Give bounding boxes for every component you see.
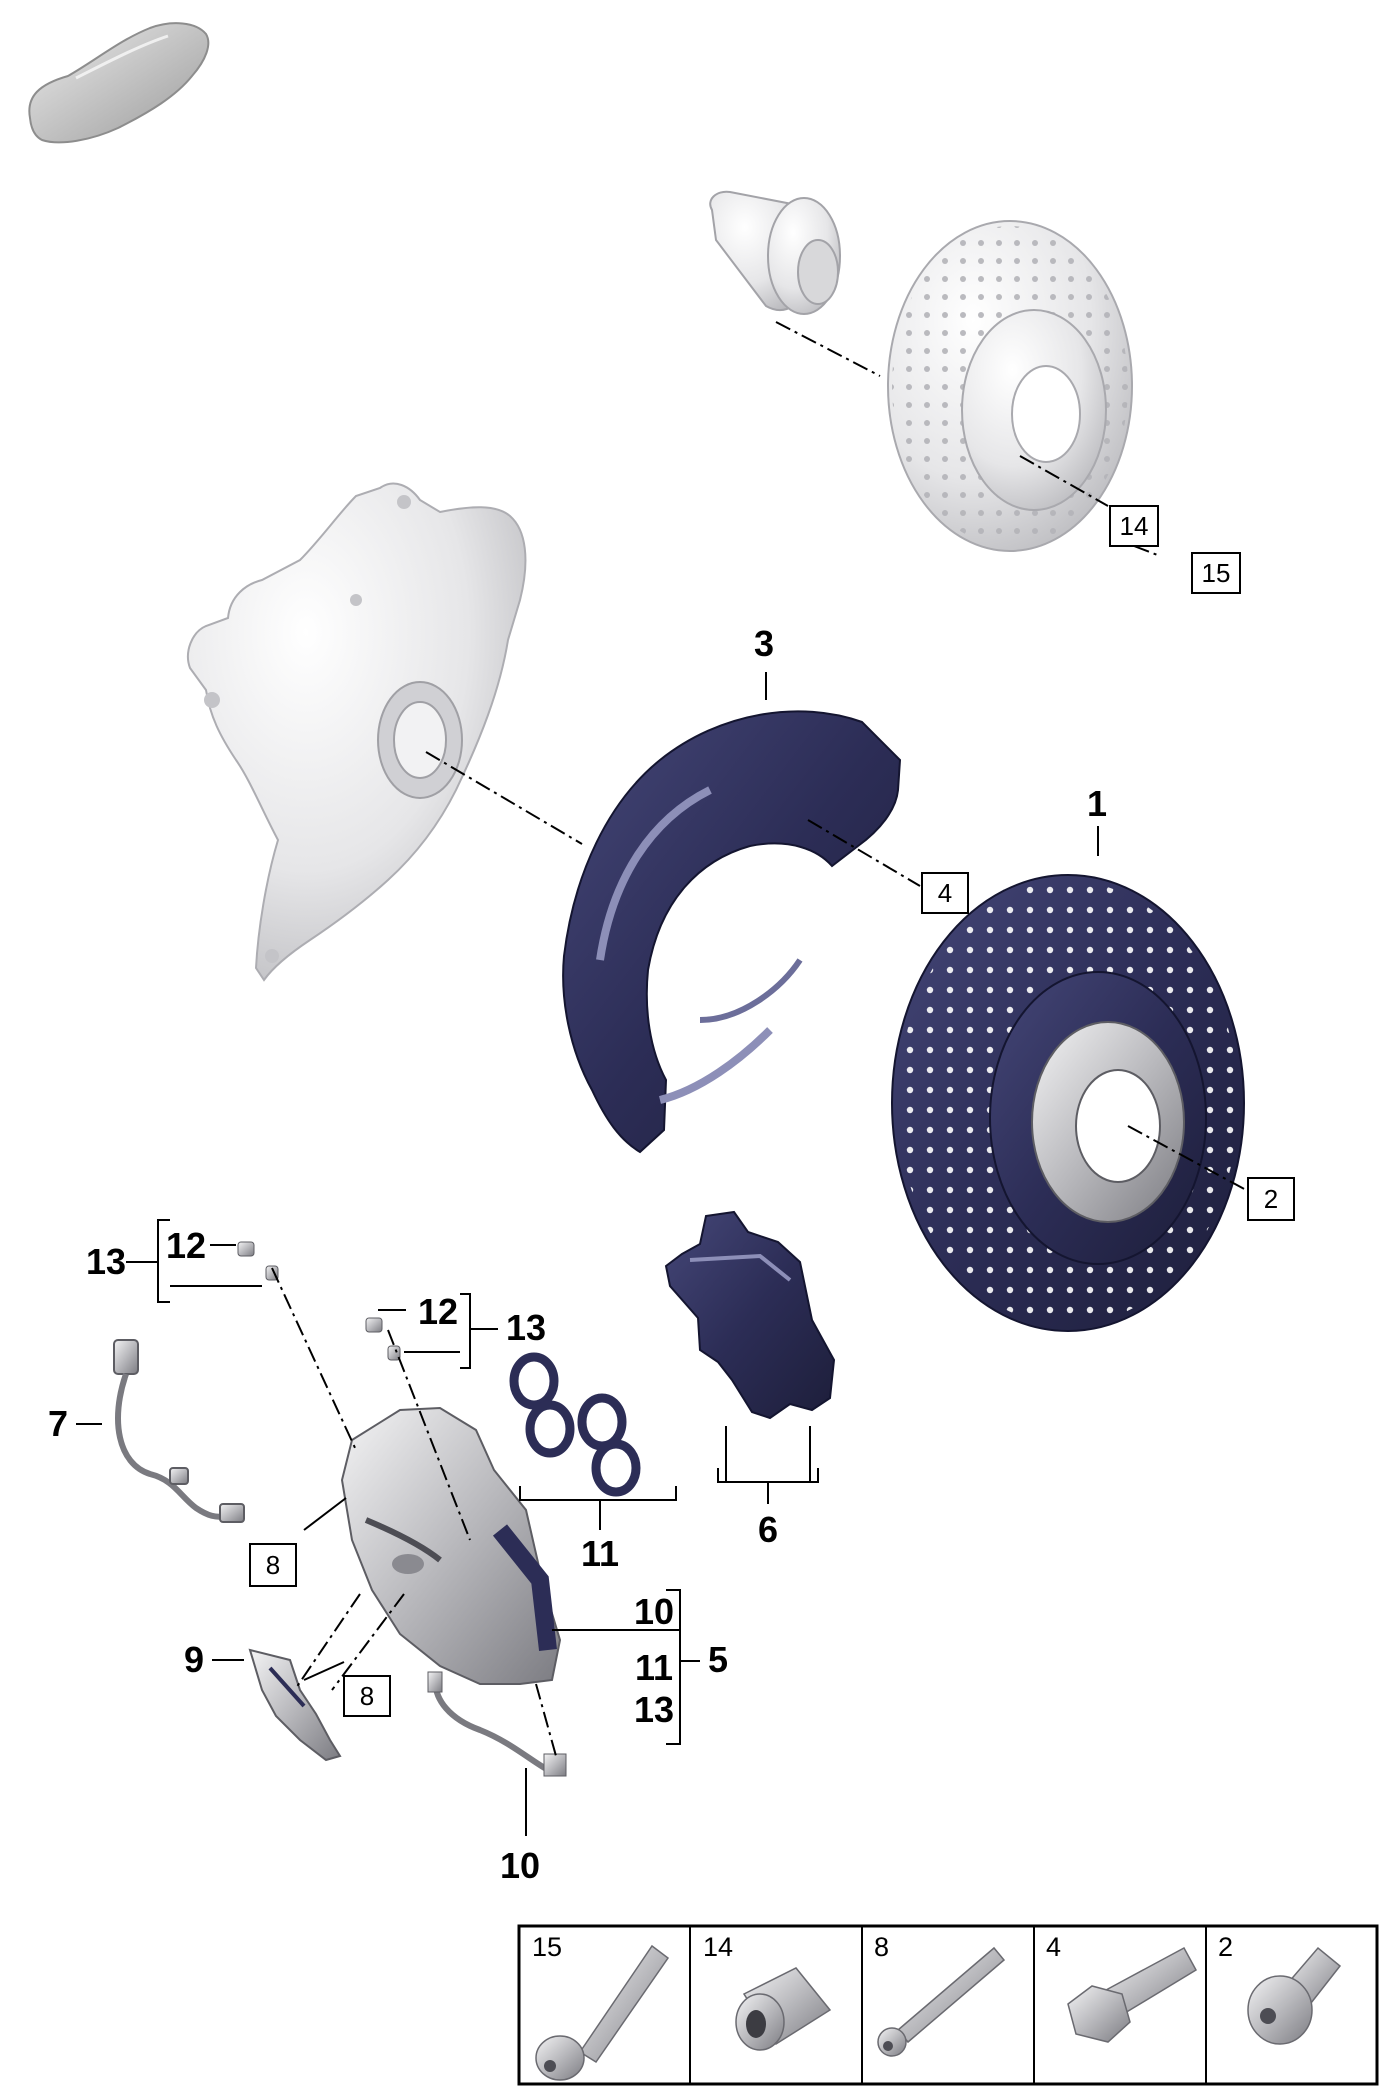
callout-5-list-10: 10 (634, 1591, 674, 1632)
boxed-callout-15: 15 (1191, 552, 1241, 594)
boxed-callout-4: 4 (921, 872, 969, 914)
parts-table: 15 14 8 4 (517, 1924, 1379, 2086)
brake-disc-lower (891, 874, 1245, 1332)
callout-12-left: 12 (166, 1225, 206, 1266)
boxed-callouts: 14 15 4 2 8 8 (249, 505, 1295, 1717)
svg-text:8: 8 (874, 1932, 889, 1962)
svg-text:8: 8 (266, 1550, 280, 1580)
svg-text:8: 8 (360, 1681, 374, 1711)
callout-10-bottom: 10 (500, 1845, 540, 1886)
wheel-hub (709, 190, 841, 315)
cover-plate (562, 710, 902, 1154)
brake-hose (427, 1671, 567, 1777)
bushing-icon (735, 1967, 832, 2051)
callout-5-list-13: 13 (634, 1689, 674, 1730)
brake-pad (664, 1210, 836, 1420)
svg-text:4: 4 (1046, 1932, 1061, 1962)
svg-text:14: 14 (703, 1932, 733, 1962)
svg-text:2: 2 (1264, 1184, 1278, 1214)
wheel-carrier (187, 482, 527, 982)
callout-5: 5 (708, 1639, 728, 1680)
bleeder-screws (237, 1241, 401, 1361)
parts-table-cell-2: 2 (1218, 1932, 1342, 2045)
callout-1: 1 (1087, 783, 1107, 824)
callout-labels: 1 3 6 7 9 10 11 12 13 12 13 5 10 11 13 (48, 623, 1107, 1886)
callout-13-left: 13 (86, 1241, 126, 1282)
brake-caliper (340, 1406, 562, 1685)
bolt-icon (1067, 1946, 1198, 2043)
wear-sensor (113, 1339, 245, 1523)
boxed-callout-2: 2 (1247, 1177, 1295, 1221)
bolt-icon (877, 1946, 1006, 2057)
parts-table-cell-8: 8 (874, 1932, 1006, 2057)
retaining-spring (248, 1648, 342, 1762)
piston-seals (509, 1352, 641, 1497)
callout-11-seals: 11 (581, 1533, 619, 1574)
callout-6: 6 (758, 1509, 778, 1550)
brake-disc-upper (887, 220, 1133, 552)
boxed-callout-8-upper: 8 (249, 1543, 297, 1587)
callout-3: 3 (754, 623, 774, 664)
svg-text:4: 4 (938, 878, 952, 908)
bolt-icon (1247, 1946, 1342, 2045)
boxed-callout-8-lower: 8 (343, 1675, 391, 1717)
car-silhouette-icon (28, 22, 210, 144)
boxed-callout-14: 14 (1109, 505, 1159, 547)
callout-5-list-11: 11 (635, 1647, 673, 1688)
callout-13-right: 13 (506, 1307, 546, 1348)
parts-table-cell-4: 4 (1046, 1932, 1198, 2043)
callout-7: 7 (48, 1403, 68, 1444)
bolt-icon (535, 1944, 670, 2081)
parts-table-cell-14: 14 (703, 1932, 832, 2051)
leader-lines (76, 321, 1247, 1836)
svg-text:2: 2 (1218, 1932, 1233, 1962)
svg-text:15: 15 (532, 1932, 562, 1962)
svg-text:15: 15 (1202, 558, 1231, 588)
svg-text:14: 14 (1120, 511, 1149, 541)
parts-table-cell-15: 15 (532, 1932, 670, 2081)
callout-9: 9 (184, 1639, 204, 1680)
callout-12-right: 12 (418, 1291, 458, 1332)
